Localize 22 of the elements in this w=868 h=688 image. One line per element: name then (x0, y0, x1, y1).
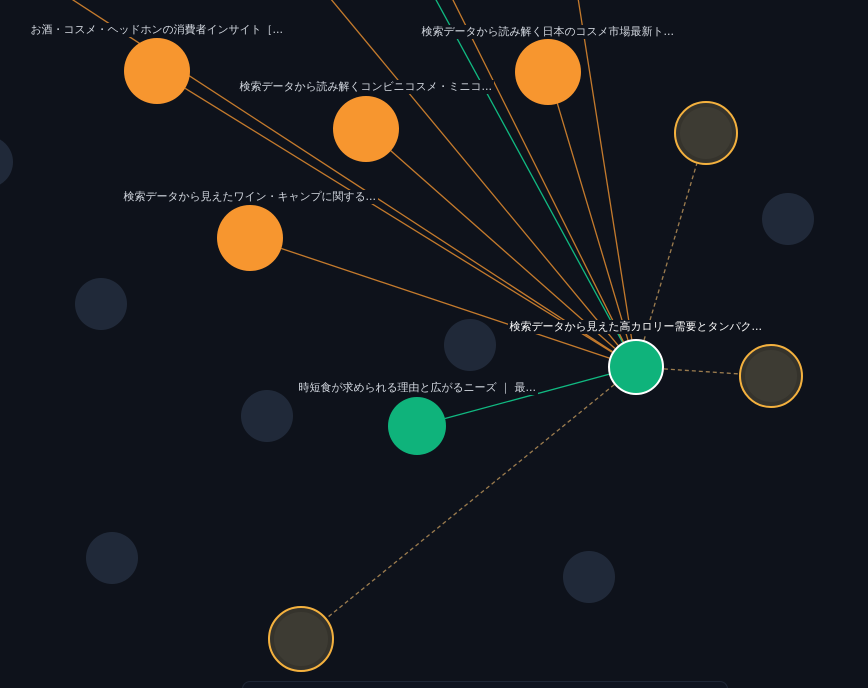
node-circle (241, 390, 293, 442)
connector-line (664, 368, 740, 375)
node-label: 検索データから読み解くコンビニコスメ・ミニコ... (238, 80, 494, 94)
node-label: 時短食が求められる理由と広がるニーズ ｜ 最... (296, 381, 538, 395)
node-label: お酒・コスメ・ヘッドホンの消費者インサイト［... (28, 23, 285, 37)
node-circle (444, 319, 496, 371)
connector-line (330, 0, 619, 346)
connector-line (326, 384, 615, 619)
node-circle (86, 532, 138, 584)
connector-line (390, 150, 616, 349)
connector-line (184, 88, 613, 353)
node-circle (75, 278, 127, 330)
node-circle (762, 193, 814, 245)
connector-line (444, 374, 610, 420)
connector-line (281, 248, 610, 359)
connector-line (643, 164, 698, 340)
node-label: 検索データから見えたワイン・キャンプに関する... (122, 190, 378, 204)
node-circle (563, 551, 615, 603)
node-label: 検索データから読み解く日本のコスメ市場最新ト... (420, 25, 676, 39)
connector-line (577, 0, 632, 340)
node-label: 検索データから見えた高カロリー需要とタンパク... (508, 320, 764, 334)
connector-line (556, 103, 629, 340)
